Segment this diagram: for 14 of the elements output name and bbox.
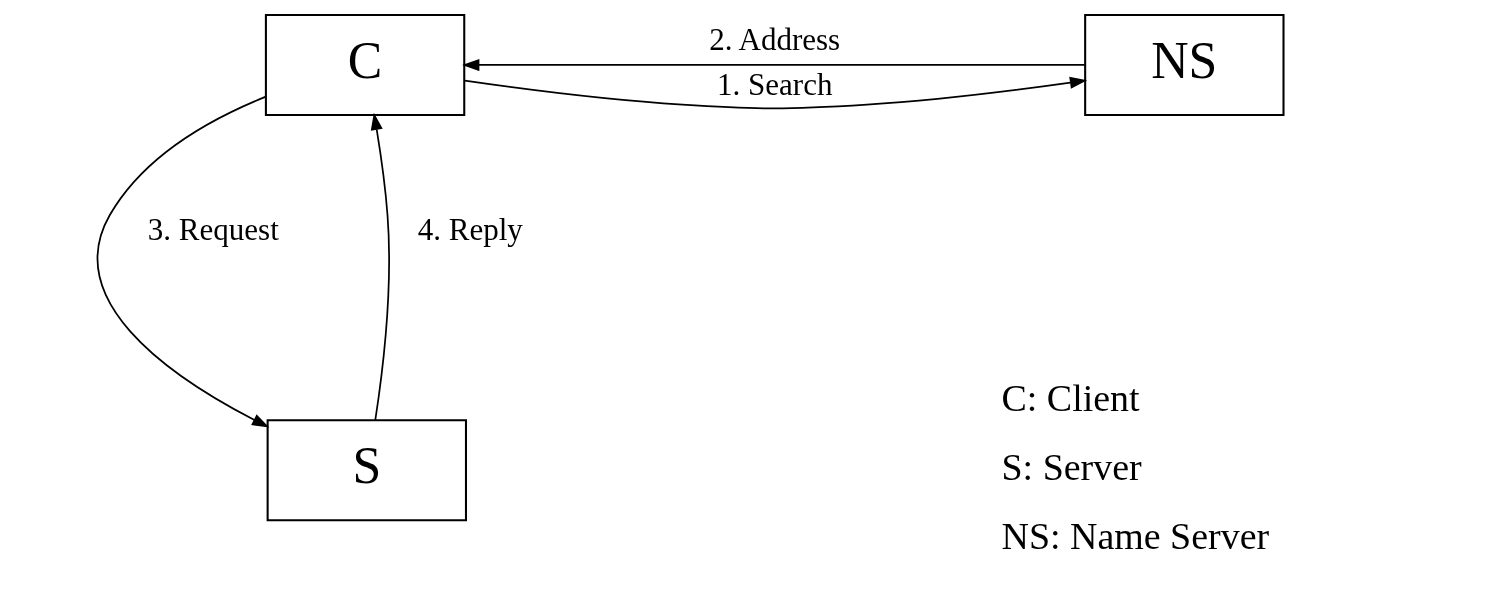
- label: S: Server: [1001, 445, 1142, 488]
- edge-label: 3. Request: [147, 211, 279, 247]
- edge-label: 2. Address: [709, 22, 841, 58]
- arrow: [462, 58, 1086, 72]
- arrow: [96, 95, 270, 428]
- edge-label: 4. Reply: [417, 211, 523, 247]
- edge-label: 1. Search: [716, 67, 833, 102]
- label: C: Client: [1001, 376, 1140, 419]
- node-box: NS: [1084, 13, 1285, 117]
- arrow: [370, 112, 390, 421]
- label: NS: Name Server: [1001, 514, 1270, 557]
- node-box: S: [266, 419, 467, 522]
- arrow: [463, 76, 1088, 110]
- node-box: C: [264, 13, 466, 117]
